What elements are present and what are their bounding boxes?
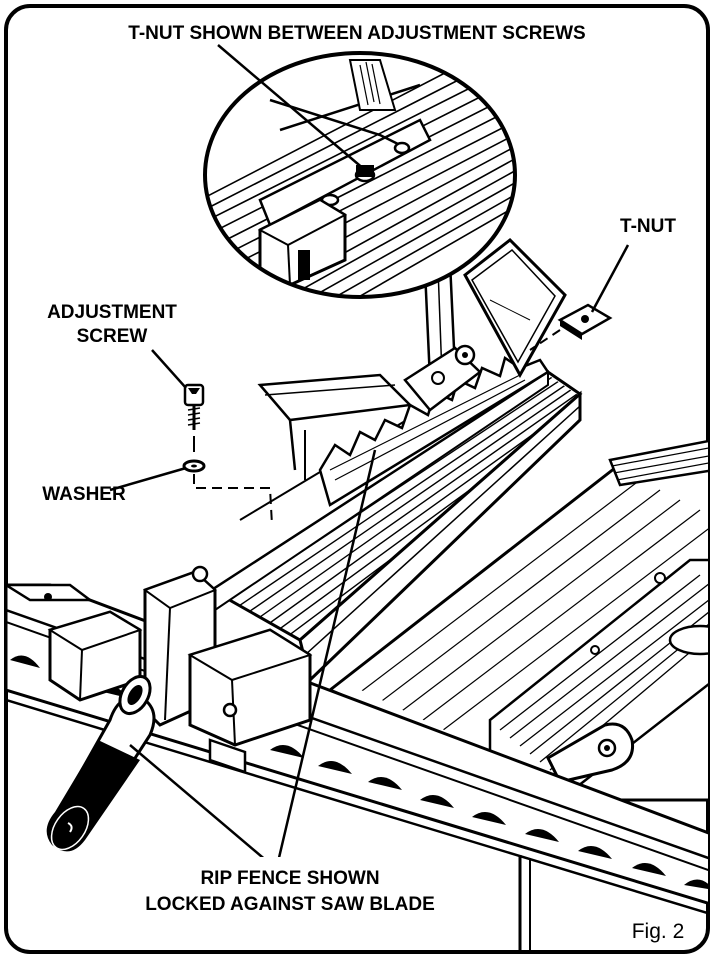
leader-rip-fence-right <box>276 449 377 863</box>
fence-lock-head <box>46 565 313 852</box>
saw-table <box>327 438 708 802</box>
label-adjustment-screw-line2: SCREW <box>77 326 148 347</box>
label-rip-fence-line1: RIP FENCE SHOWN <box>200 868 379 889</box>
label-tnut: T-NUT <box>620 216 676 237</box>
figure-number: Fig. 2 <box>632 920 685 943</box>
label-adjustment-screw-line1: ADJUSTMENT <box>47 302 177 323</box>
label-washer: WASHER <box>42 484 126 505</box>
saw-blade <box>318 356 550 507</box>
t-nut-part <box>529 303 613 351</box>
saw-illustration <box>6 44 708 952</box>
magnified-inset <box>203 51 517 299</box>
leader-adjustment-screw <box>151 349 187 389</box>
leader-rip-fence-left <box>129 744 269 863</box>
leader-tnut <box>590 244 630 313</box>
label-rip-fence-line2: LOCKED AGAINST SAW BLADE <box>145 894 435 915</box>
blade-guard <box>403 238 567 412</box>
leader-lines <box>109 44 630 863</box>
washer-part <box>182 459 273 526</box>
label-tnut-between-screws: T-NUT SHOWN BETWEEN ADJUSTMENT SCREWS <box>128 23 585 44</box>
leader-tnut-top <box>217 44 366 171</box>
adjustment-screw-part <box>183 383 205 452</box>
leader-washer <box>109 466 187 492</box>
